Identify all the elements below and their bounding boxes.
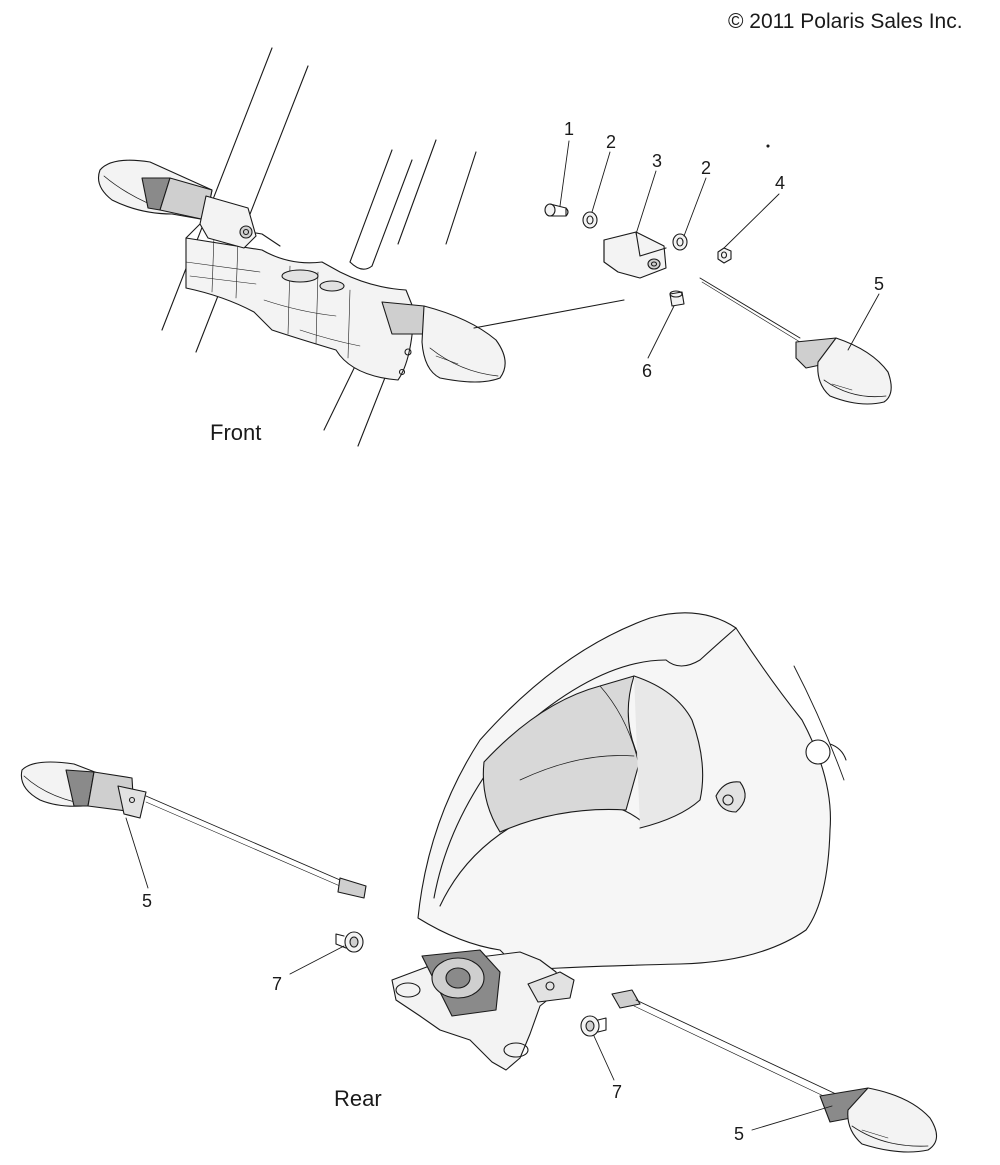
- bolt-part-1: [544, 203, 569, 217]
- front-left-turn-signal: [97, 159, 257, 249]
- callout-label: 7: [611, 1082, 623, 1102]
- triple-clamp-bracket: [185, 223, 415, 381]
- assembly-leader-line: [473, 299, 625, 329]
- front-right-turn-signal: [381, 301, 506, 383]
- callout-label: 2: [605, 132, 617, 152]
- copyright-notice: © 2011 Polaris Sales Inc.: [728, 10, 963, 33]
- callout-label: 5: [141, 891, 153, 911]
- callout-label: 7: [271, 974, 283, 994]
- front-callout-leaders: [559, 140, 880, 359]
- rear-right-turn-signal: [611, 989, 938, 1153]
- front-fork-tubes: [161, 47, 477, 447]
- front-turn-signal-part-5: [699, 277, 892, 405]
- washer-part-2-left: [582, 211, 598, 229]
- callout-label: 6: [641, 361, 653, 381]
- callout-label: 5: [873, 274, 885, 294]
- rear-fender: [417, 612, 847, 971]
- callout-label: 4: [774, 173, 786, 193]
- nut-part-4: [717, 247, 732, 264]
- rear-left-turn-signal: [20, 761, 367, 899]
- callout-label: 1: [563, 119, 575, 139]
- pin-part-6: [669, 290, 685, 307]
- rear-screw-part-7-right: [580, 1015, 607, 1037]
- rear-section-label: Rear: [334, 1086, 382, 1111]
- license-plate-bracket: [391, 949, 575, 1071]
- washer-part-2-right: [672, 233, 688, 251]
- callout-label: 3: [651, 151, 663, 171]
- clamp-part-3: [603, 231, 667, 279]
- callout-label: 5: [733, 1124, 745, 1144]
- rear-callout-leaders: [125, 817, 833, 1131]
- front-exploded-parts: [473, 144, 892, 405]
- callout-label: 2: [700, 158, 712, 178]
- rear-screw-part-7-left: [335, 931, 364, 953]
- front-section-label: Front: [210, 420, 262, 445]
